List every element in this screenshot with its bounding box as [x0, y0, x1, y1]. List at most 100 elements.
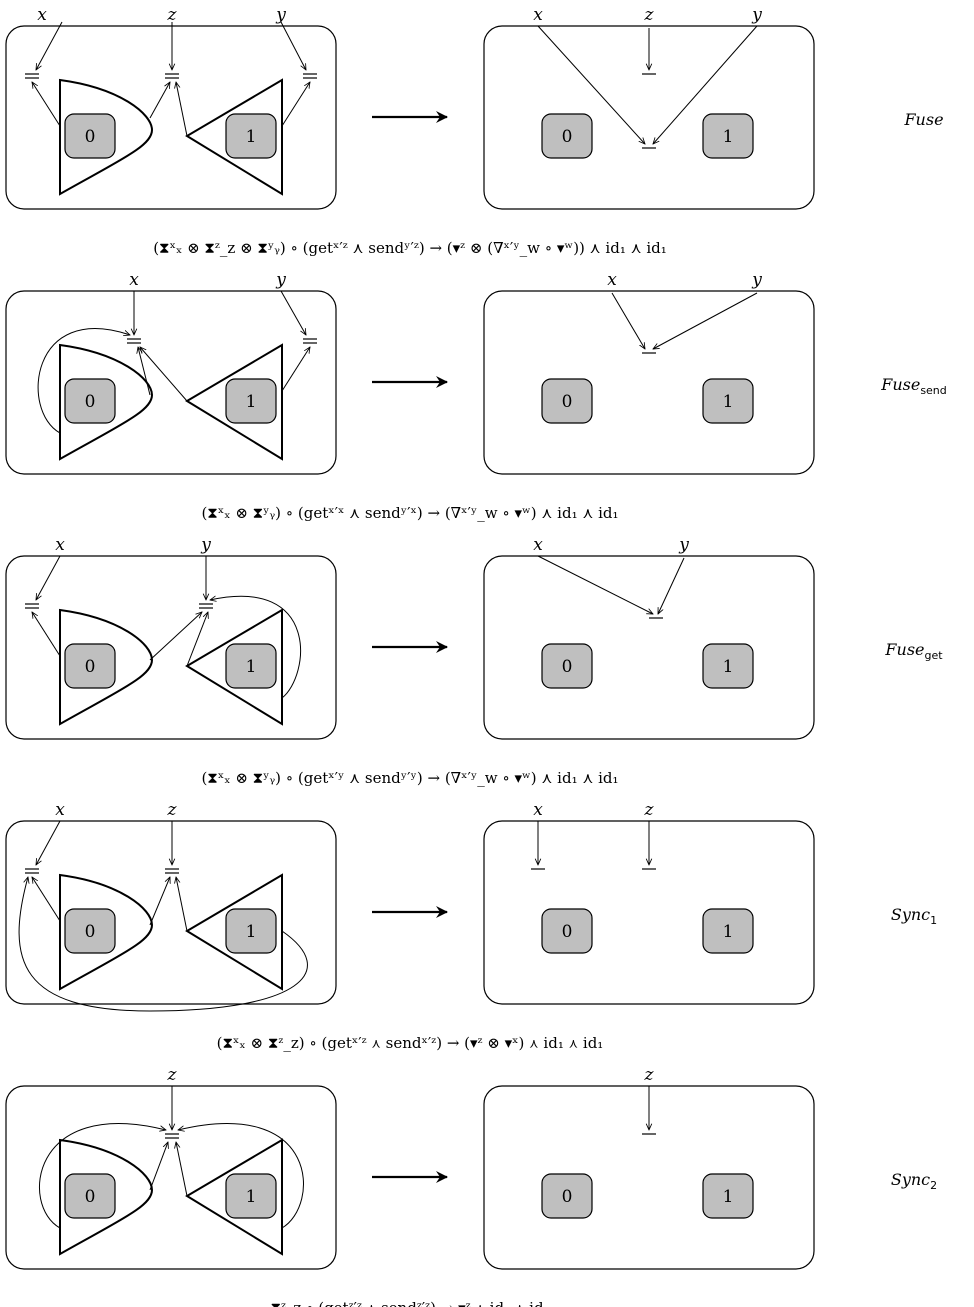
site-label: 1: [246, 922, 257, 942]
right-bigraph-box: [483, 555, 815, 740]
outer-name-y: y: [751, 270, 762, 290]
site-label: 0: [85, 127, 96, 147]
site-label: 1: [246, 127, 257, 147]
right-bigraph-box: [483, 25, 815, 210]
send-node: [185, 343, 283, 461]
link-edge: [32, 612, 61, 657]
site-label: 0: [85, 657, 96, 677]
link-edge: [149, 877, 170, 926]
site-1: [225, 113, 277, 159]
outer-name-z: z: [167, 1065, 178, 1085]
link-edge: [149, 82, 170, 119]
outer-name-y: y: [275, 270, 286, 290]
outer-name-z: z: [644, 1065, 655, 1085]
left-bigraph-box: [5, 1085, 337, 1270]
site-label: 0: [562, 657, 573, 677]
link-edge: [280, 21, 306, 70]
site-1: [702, 1173, 754, 1219]
site-1: [225, 1173, 277, 1219]
link-edge: [176, 1142, 188, 1197]
rule-formula: (⧗ˣₓ ⊗ ⧗ᶻ_z ⊗ ⧗ʸᵧ) ∘ (getˣ′ᶻ ⋏ sendʸ′ᶻ) …: [153, 239, 667, 257]
site-1: [702, 113, 754, 159]
rule-formula: (⧗ˣₓ ⊗ ⧗ᶻ_z) ∘ (getˣ′ᶻ ⋏ sendˣ′ᶻ) → (▾ᶻ …: [217, 1034, 604, 1052]
outer-name-x: x: [607, 270, 617, 290]
link-edge: [280, 290, 306, 335]
send-node: [185, 873, 283, 991]
link-edge: [657, 557, 685, 614]
site-label: 0: [85, 1187, 96, 1207]
get-node: [59, 343, 154, 461]
rule-name: Sync2: [891, 1170, 937, 1192]
site-1: [702, 908, 754, 954]
site-0: [541, 113, 593, 159]
site-0: [541, 378, 593, 424]
rule-name: Fuse: [903, 110, 943, 129]
outer-name-z: z: [167, 5, 178, 25]
send-node: [185, 608, 283, 726]
link-edge: [176, 82, 188, 137]
link-edge: [138, 347, 151, 396]
link-edge: [18, 877, 308, 1012]
outer-name-z: z: [167, 800, 178, 820]
outer-name-x: x: [533, 535, 543, 555]
outer-name-y: y: [200, 535, 211, 555]
outer-name-x: x: [129, 270, 139, 290]
link-edge: [537, 25, 645, 144]
site-label: 1: [246, 1187, 257, 1207]
get-node: [59, 608, 154, 726]
outer-name-x: x: [55, 800, 65, 820]
site-label: 1: [246, 657, 257, 677]
site-0: [64, 908, 116, 954]
site-label: 0: [562, 127, 573, 147]
link-edge: [281, 82, 310, 127]
rule-name: Fusesend: [880, 375, 947, 397]
site-1: [702, 378, 754, 424]
site-label: 1: [246, 392, 257, 412]
site-label: 1: [723, 1187, 734, 1207]
site-1: [702, 643, 754, 689]
site-0: [64, 113, 116, 159]
site-label: 1: [723, 657, 734, 677]
site-label: 1: [723, 127, 734, 147]
send-node: [185, 78, 283, 196]
link-edge: [149, 1142, 168, 1191]
link-edge: [186, 612, 208, 667]
outer-name-y: y: [275, 5, 286, 25]
outer-name-x: x: [533, 800, 543, 820]
site-0: [541, 643, 593, 689]
link-edge: [281, 347, 310, 392]
site-1: [225, 643, 277, 689]
rule-name-sub: 2: [930, 1179, 937, 1192]
get-node: [59, 78, 154, 196]
site-0: [541, 1173, 593, 1219]
site-label: 0: [562, 922, 573, 942]
left-bigraph-box: [5, 555, 337, 740]
site-0: [64, 378, 116, 424]
outer-name-x: x: [55, 535, 65, 555]
link-edge: [176, 877, 188, 932]
site-0: [64, 643, 116, 689]
link-edge: [36, 555, 61, 600]
rule-1: 0 1 0 1 Fuse (⧗ˣₓ ⊗ ⧗ᶻ_z ⊗ ⧗ʸᵧ) ∘ (getˣ′ᶻ ⋏ s…: [5, 5, 944, 257]
rule-formula: ⧗ᶻ_z ∘ (getᶻ′ᶻ ⋏ sendᶻ′ᶻ) → ▾ᶻ ⋏ id₁ ⋏ i…: [270, 1299, 549, 1307]
get-node: [59, 873, 154, 991]
rule-formula: (⧗ˣₓ ⊗ ⧗ʸᵧ) ∘ (getˣ′ˣ ⋏ sendʸ′ˣ) → (∇ˣ′ʸ…: [201, 504, 618, 522]
link-edge: [611, 292, 645, 349]
link-edge: [178, 1123, 304, 1229]
link-edge: [32, 877, 61, 922]
send-node: [185, 1138, 283, 1256]
site-0: [64, 1173, 116, 1219]
link-edge: [37, 328, 130, 434]
site-0: [541, 908, 593, 954]
outer-name-y: y: [751, 5, 762, 25]
outer-name-x: x: [37, 5, 47, 25]
link-edge: [210, 596, 302, 699]
site-label: 0: [562, 1187, 573, 1207]
link-edge: [38, 1123, 166, 1229]
site-label: 0: [85, 392, 96, 412]
rule-name-sub: get: [925, 649, 944, 662]
rule-name: Sync1: [891, 905, 937, 927]
rule-formula: (⧗ˣₓ ⊗ ⧗ʸᵧ) ∘ (getˣ′ʸ ⋏ sendʸ′ʸ) → (∇ˣ′ʸ…: [201, 769, 618, 787]
site-label: 1: [723, 922, 734, 942]
